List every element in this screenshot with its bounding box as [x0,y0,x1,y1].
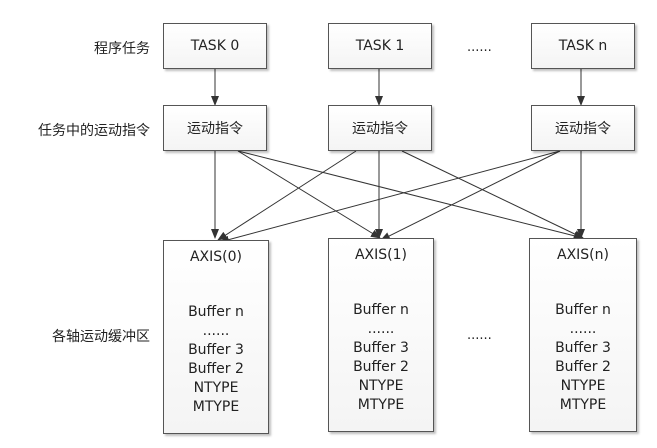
buffer-item: ...... [569,321,597,337]
buffer-list: Buffer n ...... Buffer 3 Buffer 2 NTYPE … [329,301,433,415]
buffer-list: Buffer n ...... Buffer 3 Buffer 2 NTYPE … [530,301,636,415]
buffer-item: NTYPE [358,378,404,394]
buffer-item: MTYPE [559,397,607,413]
buffer-item: Buffer n [188,304,244,320]
buffer-item: Buffer 3 [555,340,611,356]
axis-ellipsis: ...... [467,328,492,343]
row-label-commands: 任务中的运动指令 [38,123,150,139]
arrow-cmdn-to-axis1 [380,150,561,241]
axis-title: AXIS(0) [189,249,242,265]
buffer-item: Buffer n [353,302,409,318]
buffer-item: MTYPE [357,397,405,413]
task-label: TASK n [558,38,608,54]
buffer-item: ...... [367,321,395,337]
axis-box-n: AXIS(n) Buffer n ...... Buffer 3 Buffer … [529,238,637,432]
buffer-item: Buffer 2 [353,359,409,375]
arrow-cmdn-to-axis0 [219,150,561,244]
buffer-item: Buffer 2 [555,359,611,375]
command-box-1: 运动指令 [328,105,432,151]
buffer-item: NTYPE [560,378,606,394]
buffer-item: ...... [202,323,230,339]
axis-box-0: AXIS(0) Buffer n ...... Buffer 3 Buffer … [163,240,269,434]
task-ellipsis: ...... [467,40,492,55]
axis-title: AXIS(n) [557,247,609,263]
command-label: 运动指令 [187,121,243,137]
arrow-cmd0-to-axisn [237,150,584,240]
buffer-item: Buffer 3 [353,340,409,356]
task-label: TASK 0 [190,38,240,54]
buffer-item: Buffer 3 [188,342,244,358]
buffer-item: Buffer n [555,302,611,318]
arrow-cmd1-to-axisn [401,150,584,239]
command-label: 运动指令 [352,121,408,137]
row-label-tasks: 程序任务 [94,41,150,57]
command-box-n: 运动指令 [531,105,635,151]
task-box-n: TASK n [531,23,635,69]
buffer-item: MTYPE [192,399,240,415]
axis-title: AXIS(1) [354,247,407,263]
task-label: TASK 1 [355,38,405,54]
buffer-item: Buffer 2 [188,361,244,377]
buffer-item: NTYPE [193,380,239,396]
command-box-0: 运动指令 [163,105,267,151]
buffer-list: Buffer n ...... Buffer 3 Buffer 2 NTYPE … [164,303,268,417]
task-box-1: TASK 1 [328,23,432,69]
task-box-0: TASK 0 [163,23,267,69]
row-label-buffers: 各轴运动缓冲区 [52,329,150,345]
arrow-cmd0-to-axis1 [237,150,381,239]
arrow-cmd1-to-axis0 [217,150,357,241]
axis-box-1: AXIS(1) Buffer n ...... Buffer 3 Buffer … [328,238,434,432]
command-label: 运动指令 [555,121,611,137]
